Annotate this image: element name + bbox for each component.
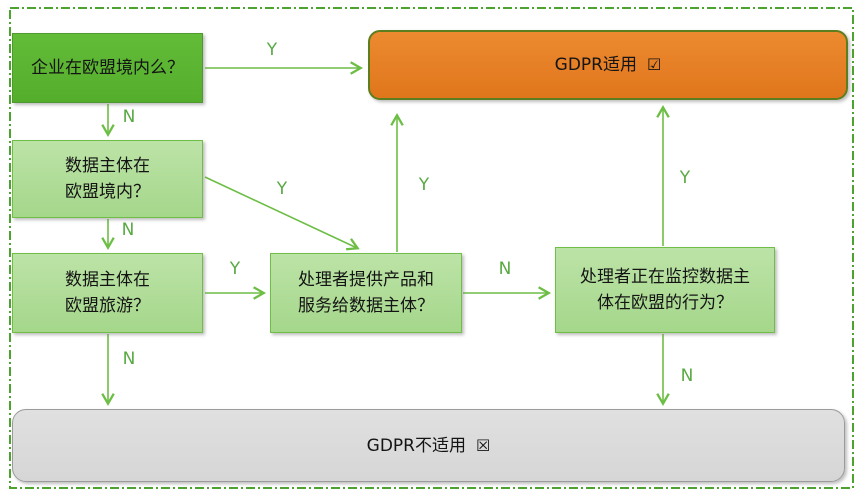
node-monitoring-behavior: 处理者正在监控数据主 体在欧盟的行为？ (555, 247, 775, 333)
node-gdpr-applies: GDPR适用 ☑ (368, 30, 848, 100)
edge-label-travel-no: N (122, 349, 136, 369)
edge-label-subject-no: N (121, 220, 135, 240)
node-gdpr-not-applicable: GDPR不适用 ☒ (12, 409, 845, 482)
edge-label-travel-yes: Y (229, 259, 241, 279)
edge-label-company-yes: Y (266, 40, 278, 60)
node-provides-products-line1: 处理者提供产品和 (298, 270, 434, 290)
node-provides-products-line2: 服务给数据主体？ (298, 296, 434, 316)
edge-label-subject-yes: Y (276, 179, 288, 199)
node-subject-traveling-in-eu: 数据主体在 欧盟旅游？ (12, 253, 203, 333)
node-gdpr-not-applicable-label: GDPR不适用 (366, 435, 466, 456)
node-subject-in-eu: 数据主体在 欧盟境内？ (12, 140, 203, 218)
edge-label-company-no: N (122, 107, 136, 127)
node-gdpr-applies-label: GDPR适用 (554, 55, 637, 75)
node-company-in-eu: 企业在欧盟境内么？ (12, 33, 203, 103)
node-provides-products-services: 处理者提供产品和 服务给数据主体？ (270, 253, 462, 333)
edge-label-products-yes: Y (418, 175, 430, 195)
node-monitoring-line1: 处理者正在监控数据主 (580, 267, 750, 287)
crossed-checkbox-icon: ☒ (475, 435, 491, 455)
node-monitoring-line2: 体在欧盟的行为？ (597, 293, 733, 313)
node-subject-traveling-line1: 数据主体在 (65, 270, 150, 290)
checked-checkbox-icon: ☑ (646, 55, 662, 74)
node-subject-in-eu-line2: 欧盟境内？ (65, 182, 150, 202)
edge-label-monitoring-yes: Y (679, 168, 691, 188)
node-company-in-eu-label: 企业在欧盟境内么？ (31, 58, 184, 78)
node-subject-traveling-line2: 欧盟旅游？ (65, 296, 150, 316)
node-subject-in-eu-line1: 数据主体在 (65, 156, 150, 176)
edge-label-products-no: N (498, 259, 512, 279)
edge-label-monitoring-no: N (680, 366, 694, 386)
